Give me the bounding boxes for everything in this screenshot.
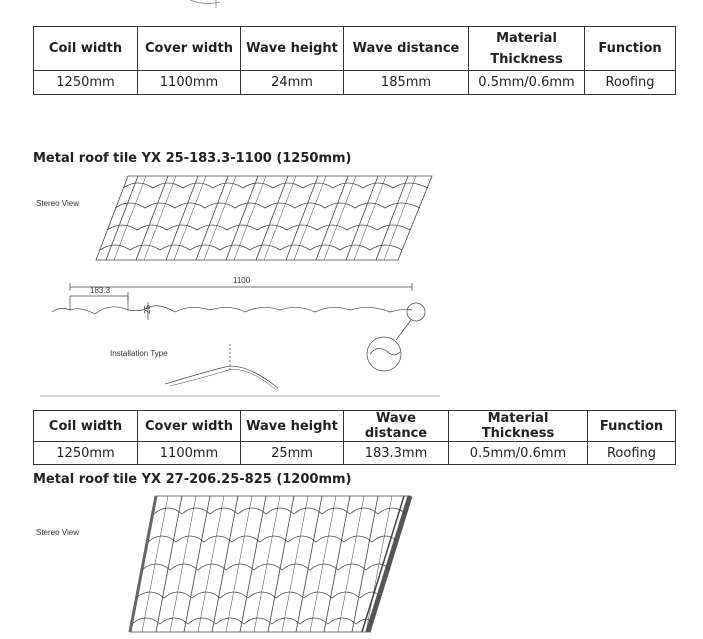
cell-function: Roofing <box>584 70 676 95</box>
header-coil-width: Coil width <box>33 410 138 442</box>
dim-total-label: 1100 <box>233 276 251 285</box>
header-function: Function <box>587 410 676 442</box>
cell-wave-height: 24mm <box>240 70 344 95</box>
dim-pitch-label: 183.3 <box>90 286 111 295</box>
cell-material-thickness: 0.5mm/0.6mm <box>448 441 588 465</box>
table-row: 1250mm 1100mm 24mm 185mm 0.5mm/0.6mm Roo… <box>33 70 676 95</box>
cell-material-thickness: 0.5mm/0.6mm <box>468 70 585 95</box>
section-title-1: Metal roof tile YX 25-183.3-1100 (1250mm… <box>33 151 352 166</box>
header-wave-distance: Wave distance <box>343 410 449 442</box>
header-cover-width: Cover width <box>137 410 241 442</box>
installation-type-label: Installation Type <box>110 349 168 358</box>
cell-coil-width: 1250mm <box>33 441 138 465</box>
stereo-view-label-2: Stereo View <box>36 528 79 537</box>
cell-function: Roofing <box>587 441 676 465</box>
stereo-view-label-1: Stereo View <box>36 199 79 208</box>
cell-cover-width: 1100mm <box>137 70 241 95</box>
cell-coil-width: 1250mm <box>33 70 138 95</box>
header-wave-height: Wave height <box>240 26 344 71</box>
section-title-2: Metal roof tile YX 27-206.25-825 (1200mm… <box>33 472 352 487</box>
table-row: 1250mm 1100mm 25mm 183.3mm 0.5mm/0.6mm R… <box>33 441 676 465</box>
top-drawing-remnant <box>189 0 221 8</box>
table-header-row: Coil width Cover width Wave height Wave … <box>33 410 676 442</box>
cell-cover-width: 1100mm <box>137 441 241 465</box>
header-function: Function <box>584 26 676 71</box>
header-material-thickness: Material Thickness <box>448 410 588 442</box>
header-wave-height: Wave height <box>240 410 344 442</box>
dim-height-label: 25 <box>143 305 152 314</box>
header-coil-width: Coil width <box>33 26 138 71</box>
roof-tile-stereo-drawing-1 <box>95 175 433 261</box>
cell-wave-distance: 183.3mm <box>343 441 449 465</box>
header-cover-width: Cover width <box>137 26 241 71</box>
header-material-thickness: Material Thickness <box>468 26 585 71</box>
cell-wave-height: 25mm <box>240 441 344 465</box>
cell-wave-distance: 185mm <box>343 70 469 95</box>
spec-table-2: Coil width Cover width Wave height Wave … <box>33 410 676 465</box>
spec-table-1: Coil width Cover width Wave height Wave … <box>33 26 676 95</box>
roof-tile-stereo-drawing-2 <box>128 495 413 633</box>
header-wave-distance: Wave distance <box>343 26 469 71</box>
roof-tile-profile-drawing-1: 1100 183.3 25 Installation Type <box>40 276 440 397</box>
table-header-row: Coil width Cover width Wave height Wave … <box>33 26 676 71</box>
header-material-thickness-text: Material Thickness <box>490 30 563 67</box>
